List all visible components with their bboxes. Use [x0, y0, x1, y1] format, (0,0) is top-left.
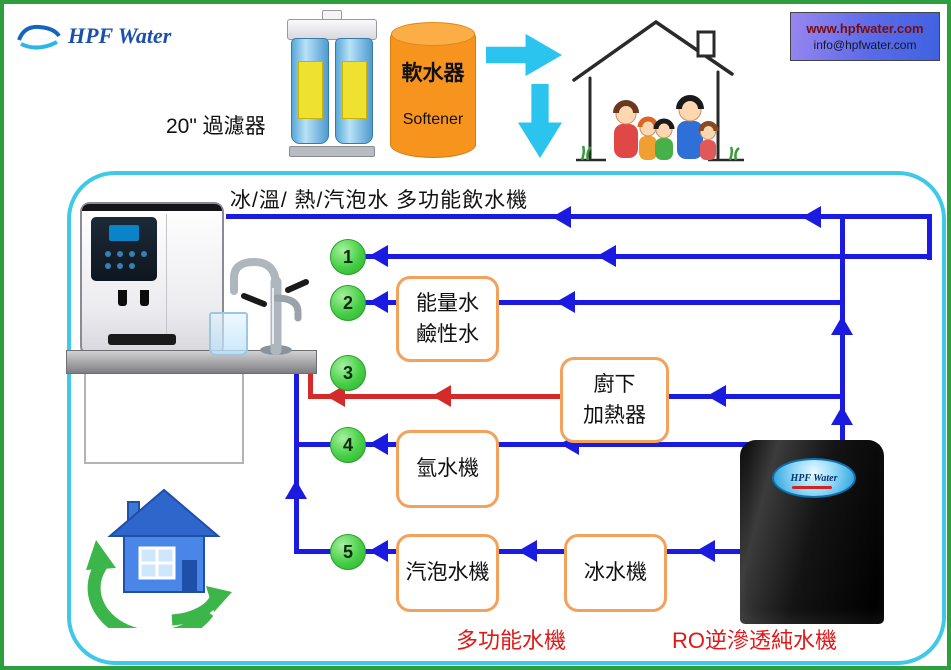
box-label-line: 冰水機 — [584, 561, 647, 585]
diagram-title: 冰/溫/ 熱/汽泡水 多功能飲水機 — [230, 189, 529, 212]
pipe-row1 — [363, 254, 932, 259]
ro-machine-illustration: HPF Water — [740, 440, 884, 624]
website-link[interactable]: www.hpfwater.com — [806, 20, 924, 36]
filter-size-label: 20" 過濾器 — [166, 115, 266, 138]
softener-cylinder: 軟水器 Softener — [390, 22, 476, 158]
pipe-far-right-vertical — [927, 214, 932, 260]
step-5-badge: 5 — [330, 534, 366, 570]
pipe-heater-right — [662, 394, 845, 399]
step-1-badge: 1 — [330, 239, 366, 275]
faucet-illustration — [230, 257, 309, 356]
filter-manifold — [287, 19, 377, 40]
flow-arrowhead-left-icon — [552, 206, 571, 228]
pipe-row4 — [294, 442, 749, 447]
softener-lid — [391, 22, 475, 46]
box-label-line: 廚下 — [593, 372, 636, 396]
box-label-line: 氫水機 — [416, 457, 479, 481]
flow-arrow-down-icon — [517, 84, 563, 158]
brand-name: HPF Water — [68, 23, 172, 48]
filter-sticker — [298, 61, 323, 119]
dispenser-nozzle — [140, 290, 149, 306]
filter-base — [289, 146, 375, 157]
dispenser-top-trim — [82, 204, 222, 211]
box-label-line: 鹼性水 — [416, 323, 479, 346]
recycle-house-icon — [86, 488, 232, 628]
step-number: 1 — [342, 246, 353, 267]
caption-multifunction-machines: 多功能水機 — [456, 628, 567, 653]
ro-badge-swoosh — [792, 486, 832, 489]
ro-brand-badge: HPF Water — [772, 458, 856, 498]
wave-icon — [17, 24, 61, 50]
box-label-line: 汽泡水機 — [405, 561, 490, 585]
house-family-illustration — [572, 19, 744, 162]
brand-logo: HPF Water — [16, 20, 171, 52]
dispenser-buttons — [105, 251, 111, 257]
step-3-badge: 3 — [330, 355, 366, 391]
flow-arrowhead-left-icon — [707, 385, 726, 407]
flow-arrowhead-left-icon — [369, 433, 388, 455]
step-number: 4 — [342, 434, 353, 455]
contact-card: www.hpfwater.com info@hpfwater.com — [790, 12, 940, 61]
ro-badge-text: HPF Water — [790, 472, 838, 484]
softener-label: 軟水器 — [401, 62, 465, 85]
step-2-badge: 2 — [330, 285, 366, 321]
box-label-line: 加熱器 — [583, 404, 646, 427]
flow-arrowhead-left-icon — [597, 245, 616, 267]
flow-arrowhead-left-icon — [696, 540, 715, 562]
flow-arrowhead-left-icon — [369, 245, 388, 267]
flow-arrowhead-left-icon — [556, 291, 575, 313]
filter-sticker — [342, 61, 367, 119]
filter-housing — [335, 38, 373, 144]
dispenser-nozzle — [118, 290, 127, 306]
energy-alkaline-water-box: 能量水 鹼性水 — [396, 276, 499, 362]
softener-label-en: Softener — [402, 111, 464, 128]
ice-water-machine-box: 冰水機 — [564, 534, 667, 612]
dispenser-door-seam — [166, 214, 167, 342]
pipe-row2 — [363, 300, 845, 305]
hydrogen-water-machine-box: 氫水機 — [396, 430, 499, 508]
filter-unit-illustration — [287, 10, 377, 160]
water-dispenser-illustration — [80, 202, 224, 356]
flow-arrowhead-left-icon — [518, 540, 537, 562]
flow-arrowhead-up-icon — [831, 406, 853, 425]
box-label-line: 能量水 — [416, 291, 479, 315]
filter-housing — [291, 38, 329, 144]
flow-arrow-right-icon — [486, 33, 562, 77]
system-diagram-panel — [67, 171, 946, 665]
step-number: 5 — [342, 541, 353, 562]
pipe-top — [226, 214, 932, 219]
pipe-hot-water-riser — [308, 364, 313, 398]
dispenser-drip-tray — [108, 334, 176, 345]
glass-illustration — [209, 312, 248, 356]
caption-ro-machine: RO逆滲透純水機 — [672, 628, 838, 653]
pipe-left-vertical — [294, 368, 299, 554]
flow-arrowhead-left-icon — [369, 291, 388, 313]
flow-arrowhead-up-icon — [831, 316, 853, 335]
dispenser-display — [109, 225, 139, 241]
flow-arrowhead-left-icon — [369, 540, 388, 562]
under-counter-cabinet — [84, 372, 244, 464]
recycle-arrow-arc — [87, 560, 214, 628]
dispenser-control-panel — [91, 217, 157, 281]
hot-flow-arrowhead-left-icon — [326, 385, 345, 407]
step-number: 2 — [342, 292, 353, 313]
under-sink-heater-box: 廚下 加熱器 — [560, 357, 669, 443]
sparkling-water-machine-box: 汽泡水機 — [396, 534, 499, 612]
email-link[interactable]: info@hpfwater.com — [813, 38, 917, 53]
flow-arrowhead-up-icon — [285, 480, 307, 499]
step-number: 3 — [342, 362, 353, 383]
flow-arrowhead-left-icon — [802, 206, 821, 228]
hot-flow-arrowhead-left-icon — [432, 385, 451, 407]
step-4-badge: 4 — [330, 427, 366, 463]
